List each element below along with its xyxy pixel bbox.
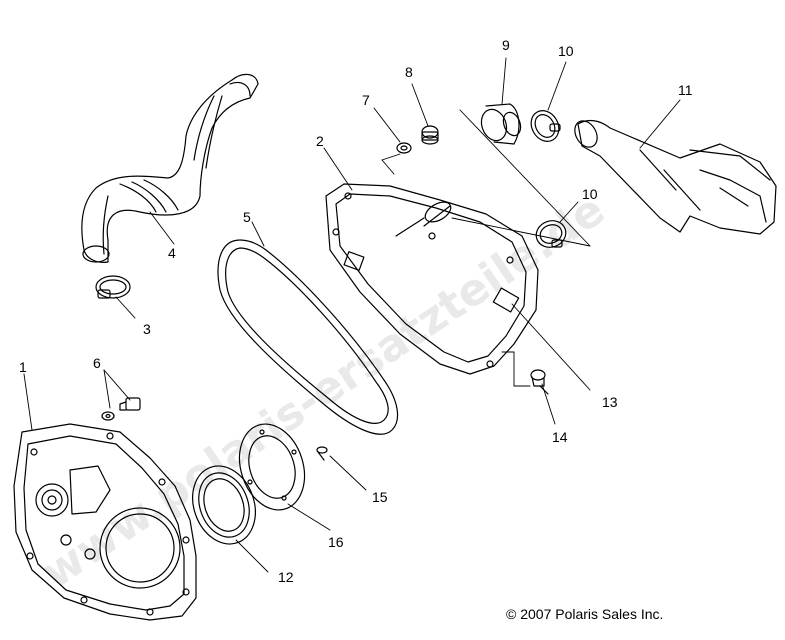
callout-7: 7 (362, 92, 370, 108)
part-4-intake-duct (81, 73, 259, 263)
part-8-plug (421, 125, 439, 145)
part-3-clamp (95, 275, 131, 299)
part-11-air-duct (574, 119, 777, 235)
callout-15: 15 (372, 489, 388, 505)
part-16-gasket (238, 423, 306, 511)
part-9-coupler (480, 103, 522, 145)
leader-lines (23, 57, 681, 573)
part-10-clamp-upper (530, 110, 561, 142)
part-6-bolt-washer (101, 397, 141, 421)
callout-16: 16 (328, 534, 344, 550)
callout-9: 9 (502, 37, 510, 53)
callout-14: 14 (552, 429, 568, 445)
part-5-drive-belt (217, 239, 399, 435)
callout-6: 6 (93, 355, 101, 371)
callout-3: 3 (143, 321, 151, 337)
part-1-outer-cover (13, 423, 197, 621)
callout-13: 13 (602, 394, 618, 410)
callout-4: 4 (168, 245, 176, 261)
callout-12: 12 (278, 569, 294, 585)
part-10-clamp-lower (535, 220, 567, 248)
callout-10-lower: 10 (582, 186, 598, 202)
callout-2: 2 (316, 133, 324, 149)
callout-11: 11 (678, 82, 693, 98)
callout-5: 5 (243, 209, 251, 225)
part-15-screw (316, 446, 328, 461)
callout-labels: 1 2 3 4 5 6 7 8 9 10 10 11 12 13 14 15 1… (19, 37, 693, 585)
part-14-bolt (530, 369, 549, 395)
callout-8: 8 (405, 64, 413, 80)
copyright-notice: © 2007 Polaris Sales Inc. (506, 606, 664, 622)
part-2-inner-cover (325, 183, 539, 375)
part-12-seal (192, 465, 256, 545)
callout-10-upper: 10 (558, 43, 574, 59)
callout-1: 1 (19, 359, 27, 375)
part-7-washer (396, 142, 412, 154)
